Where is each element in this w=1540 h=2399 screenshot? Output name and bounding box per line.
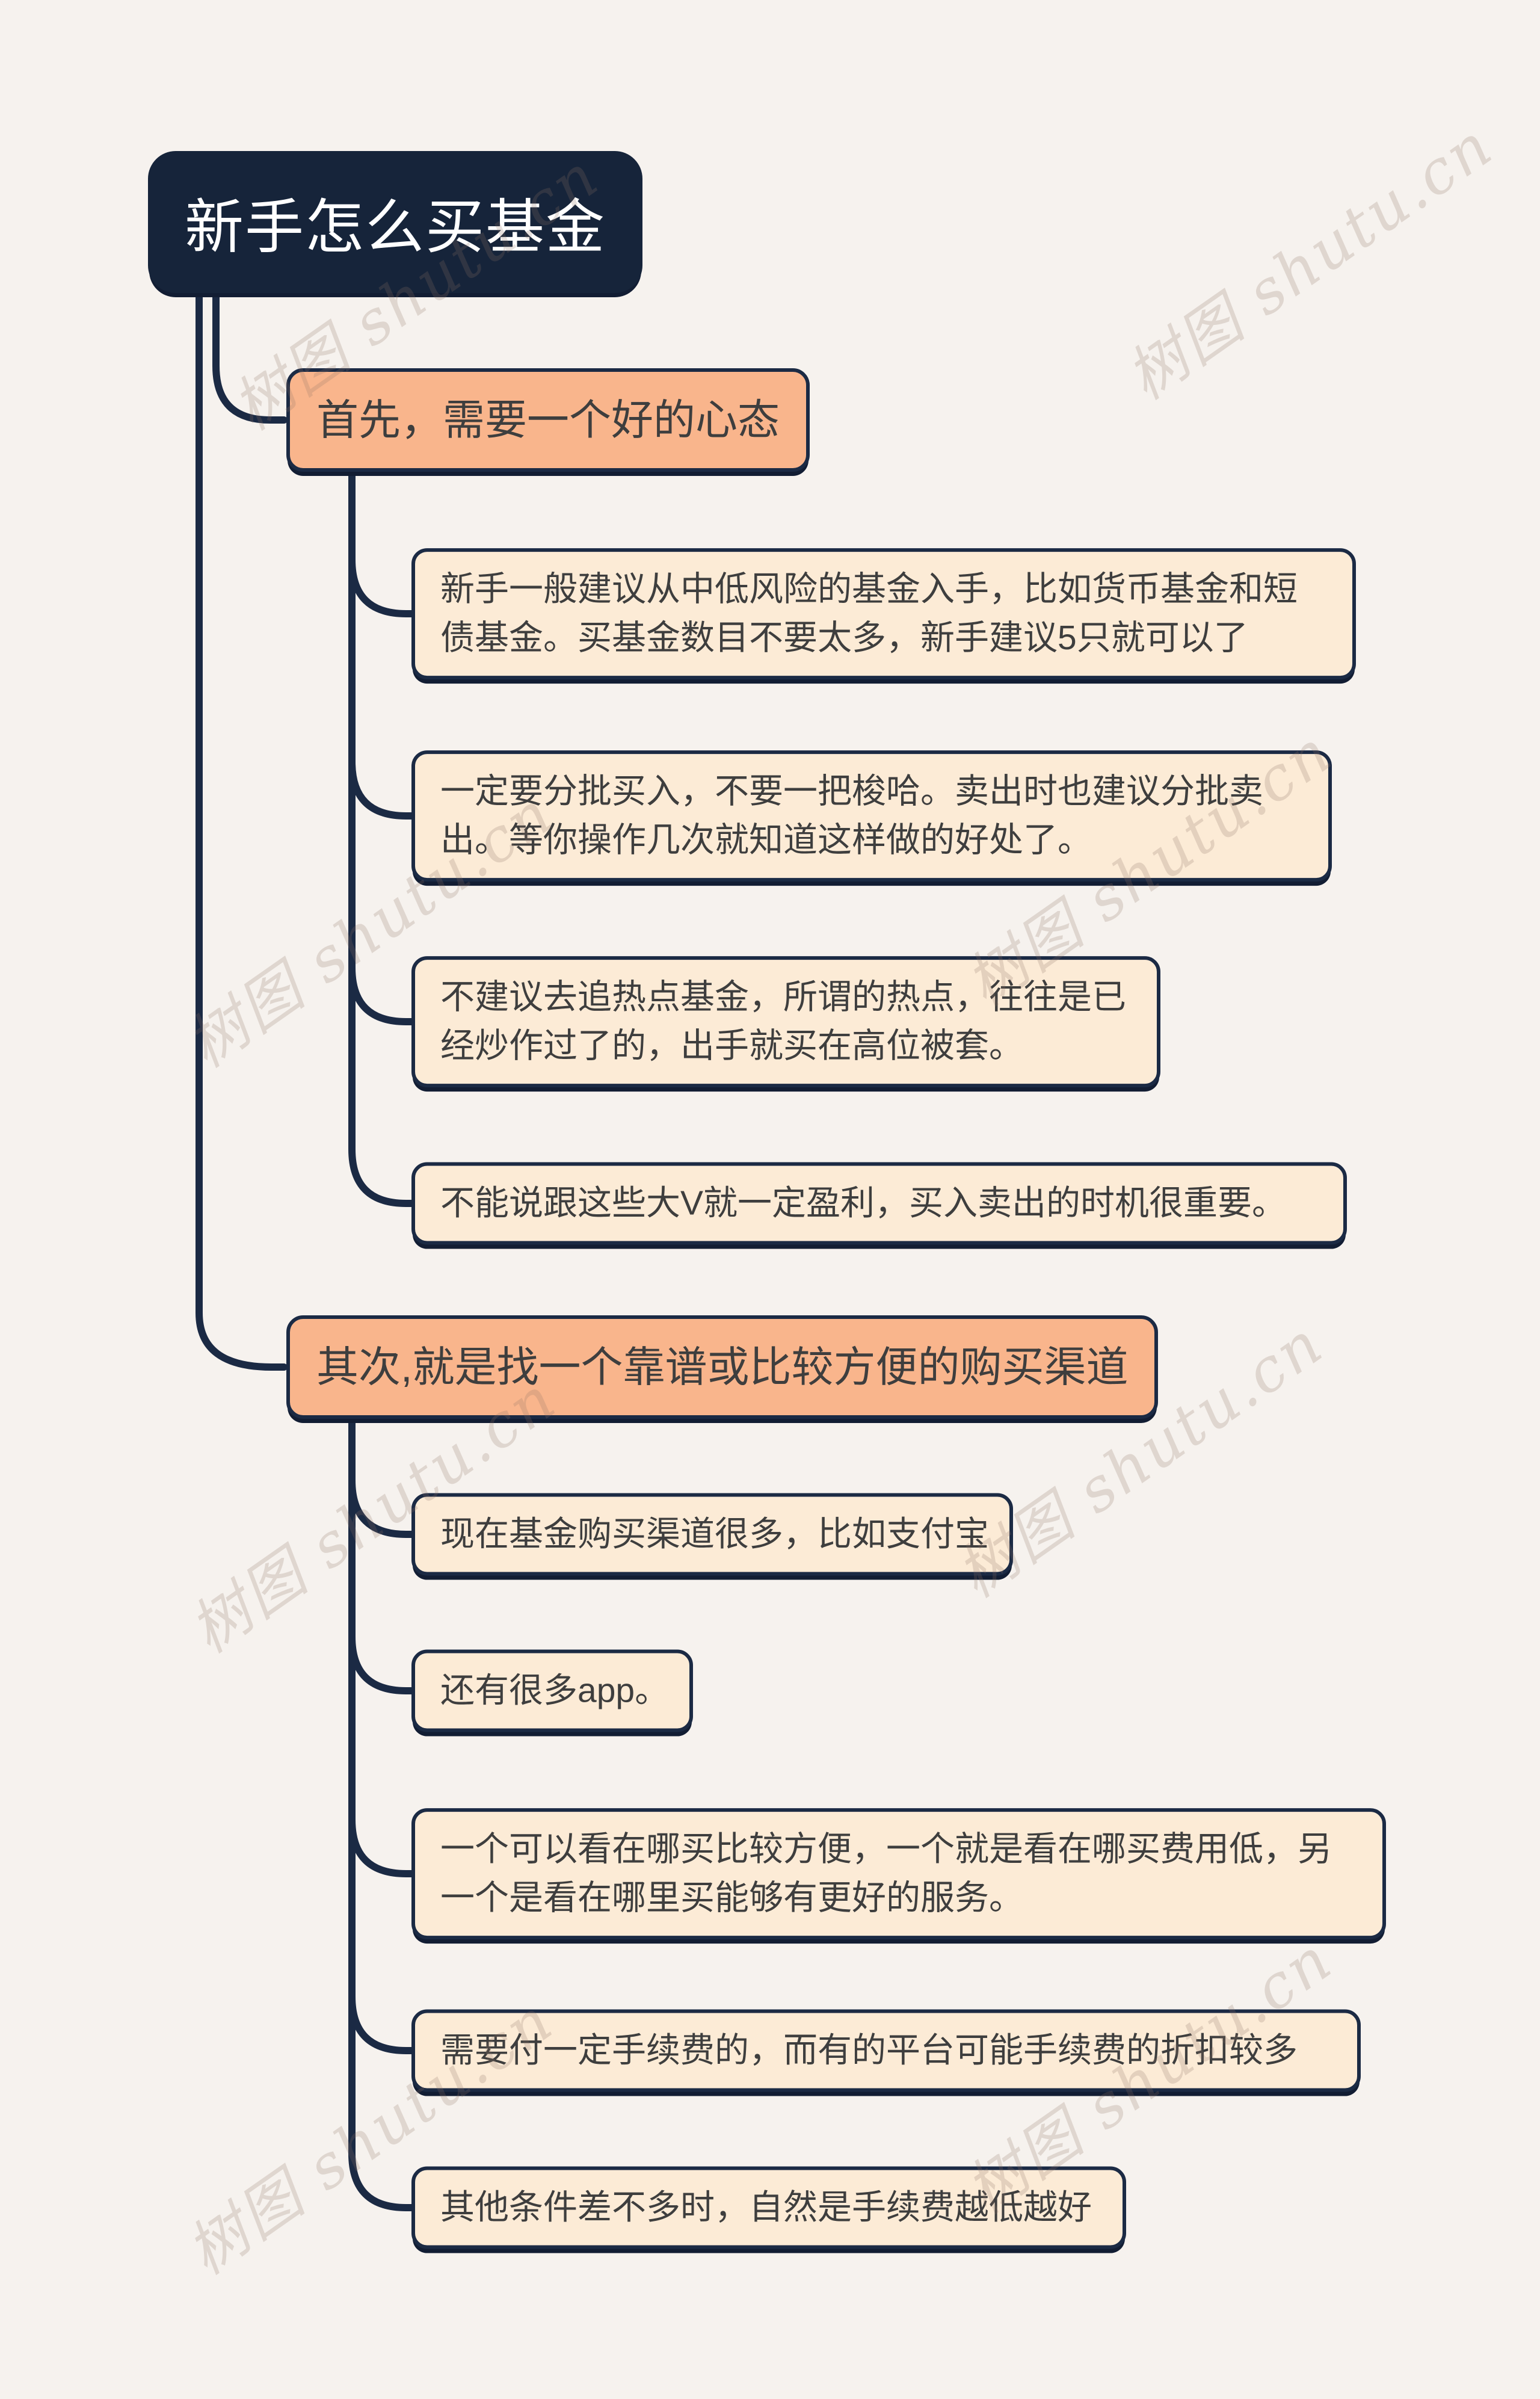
connector-branch2-child-3 [348, 1416, 417, 1877]
leaf-node-2-5[interactable]: 其他条件差不多时，自然是手续费越低越好 [411, 2166, 1126, 2249]
connector-branch1-child-2 [348, 469, 417, 820]
root-node-title[interactable]: 新手怎么买基金 [148, 151, 642, 293]
leaf-node-1-1[interactable]: 新手一般建议从中低风险的基金入手，比如货币基金和短债基金。买基金数目不要太多，新… [411, 548, 1356, 679]
connector-branch2-child-5 [348, 1416, 417, 2211]
connector-branch1-child-4 [348, 469, 417, 1207]
connector-branch1-child-1 [348, 469, 417, 617]
branch-node-1[interactable]: 首先，需要一个好的心态 [286, 368, 810, 472]
connector-branch2-child-2 [348, 1416, 417, 1694]
leaf-node-2-3[interactable]: 一个可以看在哪买比较方便，一个就是看在哪买费用低，另一个是看在哪里买能够有更好的… [411, 1808, 1386, 1939]
connector-branch1-child-3 [348, 469, 417, 1025]
leaf-node-2-4[interactable]: 需要付一定手续费的，而有的平台可能手续费的折扣较多 [411, 2009, 1361, 2092]
branch-node-2[interactable]: 其次,就是找一个靠谱或比较方便的购买渠道 [286, 1315, 1159, 1419]
leaf-node-2-1[interactable]: 现在基金购买渠道很多，比如支付宝 [411, 1493, 1013, 1576]
leaf-node-2-2[interactable]: 还有很多app。 [411, 1649, 693, 1732]
leaf-node-1-4[interactable]: 不能说跟这些大V就一定盈利，买入卖出的时机很重要。 [411, 1162, 1347, 1245]
connector-root-to-branch-1 [212, 291, 288, 424]
leaf-node-1-2[interactable]: 一定要分批买入，不要一把梭哈。卖出时也建议分批卖出。等你操作几次就知道这样做的好… [411, 750, 1332, 881]
leaf-node-1-3[interactable]: 不建议去追热点基金，所谓的热点，往往是已经炒作过了的，出手就买在高位被套。 [411, 956, 1160, 1087]
connector-root-to-branch-2 [196, 291, 288, 1371]
connector-branch2-child-1 [348, 1416, 417, 1538]
